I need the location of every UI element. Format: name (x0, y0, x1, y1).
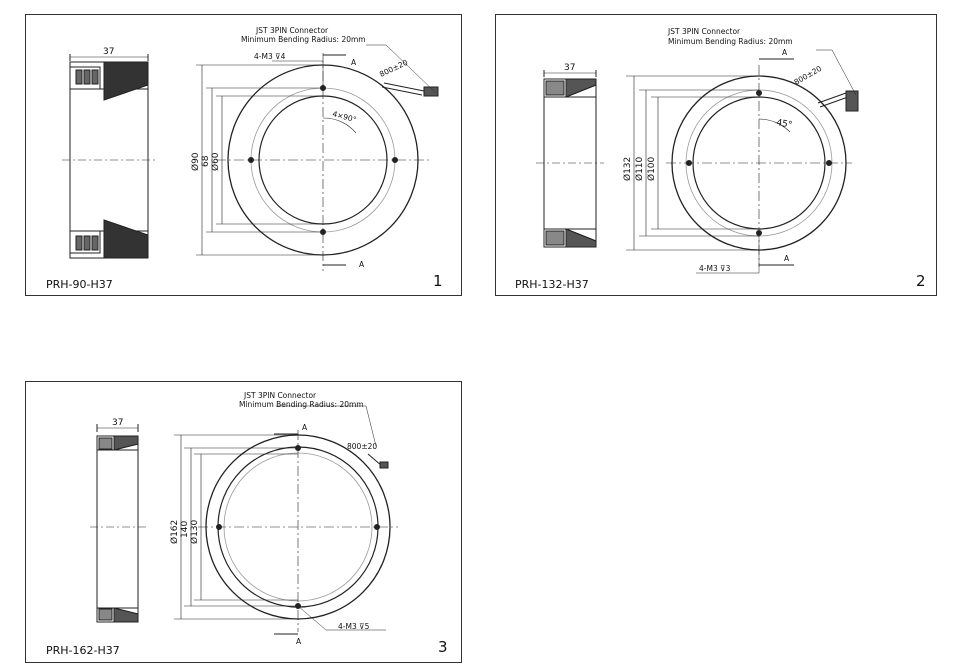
dim-mid: Ø110 (634, 156, 645, 181)
holes-label: 4-M3 ⊽4 (254, 52, 286, 61)
dim-holes: 68 (201, 155, 211, 167)
front-view (174, 405, 398, 635)
side-view (536, 70, 604, 248)
panel-number: 3 (438, 638, 448, 656)
dim-outer: Ø90 (190, 152, 201, 171)
section-label-top: A (302, 423, 308, 432)
bending-label: Minimum Bending Radius: 20mm (241, 35, 366, 44)
dim-inner: Ø100 (646, 156, 657, 181)
drawing-panel-2: 37 (495, 14, 937, 296)
bending-label: Minimum Bending Radius: 20mm (668, 37, 793, 46)
dim-outer: Ø162 (169, 520, 180, 544)
section-label-bottom: A (784, 254, 790, 263)
holes-label: 4-M3 ⊽3 (699, 264, 731, 273)
cable-length-label: 800±20 (347, 442, 377, 451)
model-label: PRH-162-H37 (46, 644, 120, 657)
holes-label: 4-M3 ⊽5 (338, 622, 370, 631)
dim-inner: Ø60 (210, 152, 221, 171)
side-view (62, 54, 156, 259)
section-label-bottom: A (296, 637, 302, 646)
panel-number: 1 (433, 272, 443, 290)
connector-label: JST 3PIN Connector (243, 391, 317, 400)
drawing-panel-3: 37 JST 3PIN Conne (25, 381, 462, 663)
dim-outer: Ø132 (622, 157, 633, 181)
cable-length-label: 800±20 (378, 58, 409, 79)
drawing-panel-1: 37 (25, 14, 462, 296)
connector-label: JST 3PIN Connector (255, 26, 329, 35)
side-view (90, 424, 146, 623)
section-label-top: A (782, 48, 788, 57)
section-label-bottom: A (359, 260, 365, 269)
model-label: PRH-90-H37 (46, 278, 113, 291)
width-dim: 37 (103, 47, 114, 57)
panel-number: 2 (916, 272, 926, 290)
model-label: PRH-132-H37 (515, 278, 589, 291)
section-label-top: A (351, 58, 357, 67)
drawing-3: 37 JST 3PIN Conne (90, 391, 398, 646)
front-view (626, 49, 859, 274)
dim-holes: 140 (180, 521, 190, 538)
angle-label: 4×90° (331, 109, 357, 124)
connector-label: JST 3PIN Connector (667, 27, 741, 36)
front-view (196, 44, 439, 271)
drawing-2: 37 (536, 27, 859, 274)
dim-inner: Ø130 (189, 519, 200, 544)
width-dim: 37 (564, 63, 575, 73)
drawing-1: 37 (62, 26, 439, 271)
angle-label: 45° (775, 118, 792, 131)
cable-length-label: 800±20 (793, 64, 824, 87)
width-dim: 37 (112, 418, 123, 428)
bending-label: Minimum Bending Radius: 20mm (239, 400, 364, 409)
